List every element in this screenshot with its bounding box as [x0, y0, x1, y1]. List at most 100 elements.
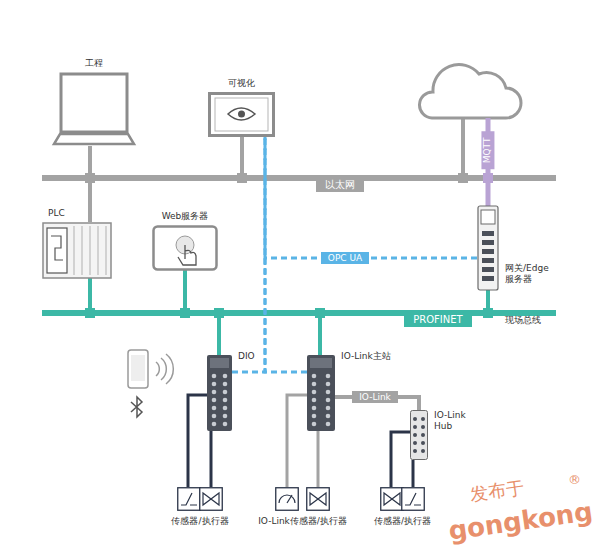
m12-port: [212, 382, 217, 387]
hub-port: [421, 449, 425, 453]
junction: [214, 308, 224, 318]
engineering-laptop: 工程: [54, 72, 134, 146]
valve-symbol: [381, 488, 404, 511]
m12-port: [212, 374, 217, 379]
hub-port: [413, 449, 417, 453]
device-label: Web服务器: [162, 211, 209, 222]
symbol-frame: [307, 488, 330, 511]
junction: [483, 173, 493, 183]
laptop-screen: [61, 74, 127, 132]
monitor-screen: [215, 98, 268, 131]
port: [482, 258, 494, 263]
junction: [483, 308, 493, 318]
eye-pupil: [238, 111, 245, 118]
junction: [315, 308, 325, 318]
device-label: DIO: [238, 351, 255, 362]
device-label: IO-Link传感器/执行器: [258, 516, 347, 527]
visualization-monitor: 可视化: [208, 92, 275, 137]
port: [482, 249, 494, 254]
monitor-frame: [210, 94, 274, 136]
eye-icon: [228, 108, 255, 120]
junction: [180, 308, 190, 318]
drop-line: [88, 278, 92, 313]
m12-port: [312, 414, 317, 419]
cloud-shape: [419, 65, 521, 118]
m12-port: [326, 374, 331, 379]
drop-line: [88, 146, 92, 222]
gauge-needle: [287, 495, 292, 503]
gateway-body: [478, 206, 498, 290]
switch-contact: [181, 493, 197, 505]
m12-port: [326, 406, 331, 411]
tablet-drawing: [152, 225, 218, 271]
connector: [317, 431, 320, 487]
valve-symbol: [200, 488, 223, 511]
hub-port: [421, 417, 425, 421]
m12-port: [312, 422, 317, 427]
gateway-display: [481, 210, 495, 224]
ethernet-line: [42, 175, 556, 181]
connector: [265, 137, 477, 258]
m12-port: [212, 398, 217, 403]
io-header: [210, 358, 229, 368]
hub-port: [421, 441, 425, 445]
m12-port: [223, 414, 228, 419]
hub-port: [413, 417, 417, 421]
wave: [166, 354, 173, 384]
m12-port: [312, 374, 317, 379]
hub-body: [411, 411, 428, 460]
bus-caption: 现场总线: [505, 315, 541, 326]
plc-device: PLC: [42, 222, 112, 279]
device-label: IO-Link主站: [341, 351, 391, 362]
sensor-actuator-pair: 传感器/执行器: [380, 487, 425, 511]
dio-module: DIO: [207, 355, 232, 431]
m12-port: [326, 390, 331, 395]
junction: [237, 173, 247, 183]
m12-port: [223, 374, 228, 379]
cpu-module: [47, 228, 67, 273]
symbol-frame: [402, 488, 425, 511]
m12-port: [223, 398, 228, 403]
hub-drawing: [410, 410, 428, 460]
io-drawing: [207, 355, 232, 431]
sensors-drawing: [380, 487, 425, 511]
laptop-base: [54, 134, 134, 144]
m12-port: [223, 382, 228, 387]
plc-rack: [43, 223, 111, 278]
symbol-frame: [200, 488, 223, 511]
drop-line: [240, 137, 244, 178]
m12-port: [312, 398, 317, 403]
watermark: 发布于: [469, 476, 525, 505]
m12-port: [312, 390, 317, 395]
io-drawing: [307, 355, 335, 431]
sensor-actuator-pair: 传感器/执行器: [177, 487, 223, 511]
m12-port: [223, 406, 228, 411]
switch-symbol: [402, 488, 425, 511]
port: [482, 240, 494, 245]
port: [482, 276, 494, 281]
hand-icon: [178, 245, 196, 265]
m12-port: [326, 398, 331, 403]
m12-port: [326, 414, 331, 419]
m12-port: [223, 422, 228, 427]
connector: [287, 395, 307, 487]
drop-line: [183, 270, 187, 313]
m12-port: [312, 382, 317, 387]
device-label: PLC: [48, 208, 65, 219]
profinet-line: [42, 310, 556, 316]
junction: [458, 173, 468, 183]
device-label: 可视化: [228, 78, 255, 89]
tablet-frame: [154, 227, 217, 270]
wave: [161, 358, 166, 380]
cloud-link: [419, 65, 521, 206]
symbol-frame: [178, 488, 201, 511]
wave: [156, 362, 159, 376]
phone-icon: [128, 350, 173, 417]
io-link-hub: IO-Link Hub: [410, 410, 428, 460]
symbol-frame: [381, 488, 404, 511]
hub-port: [421, 425, 425, 429]
connector: [188, 395, 207, 487]
io-header: [310, 358, 332, 368]
gateway-drawing: [477, 205, 499, 291]
monitor-drawing: [208, 92, 275, 137]
